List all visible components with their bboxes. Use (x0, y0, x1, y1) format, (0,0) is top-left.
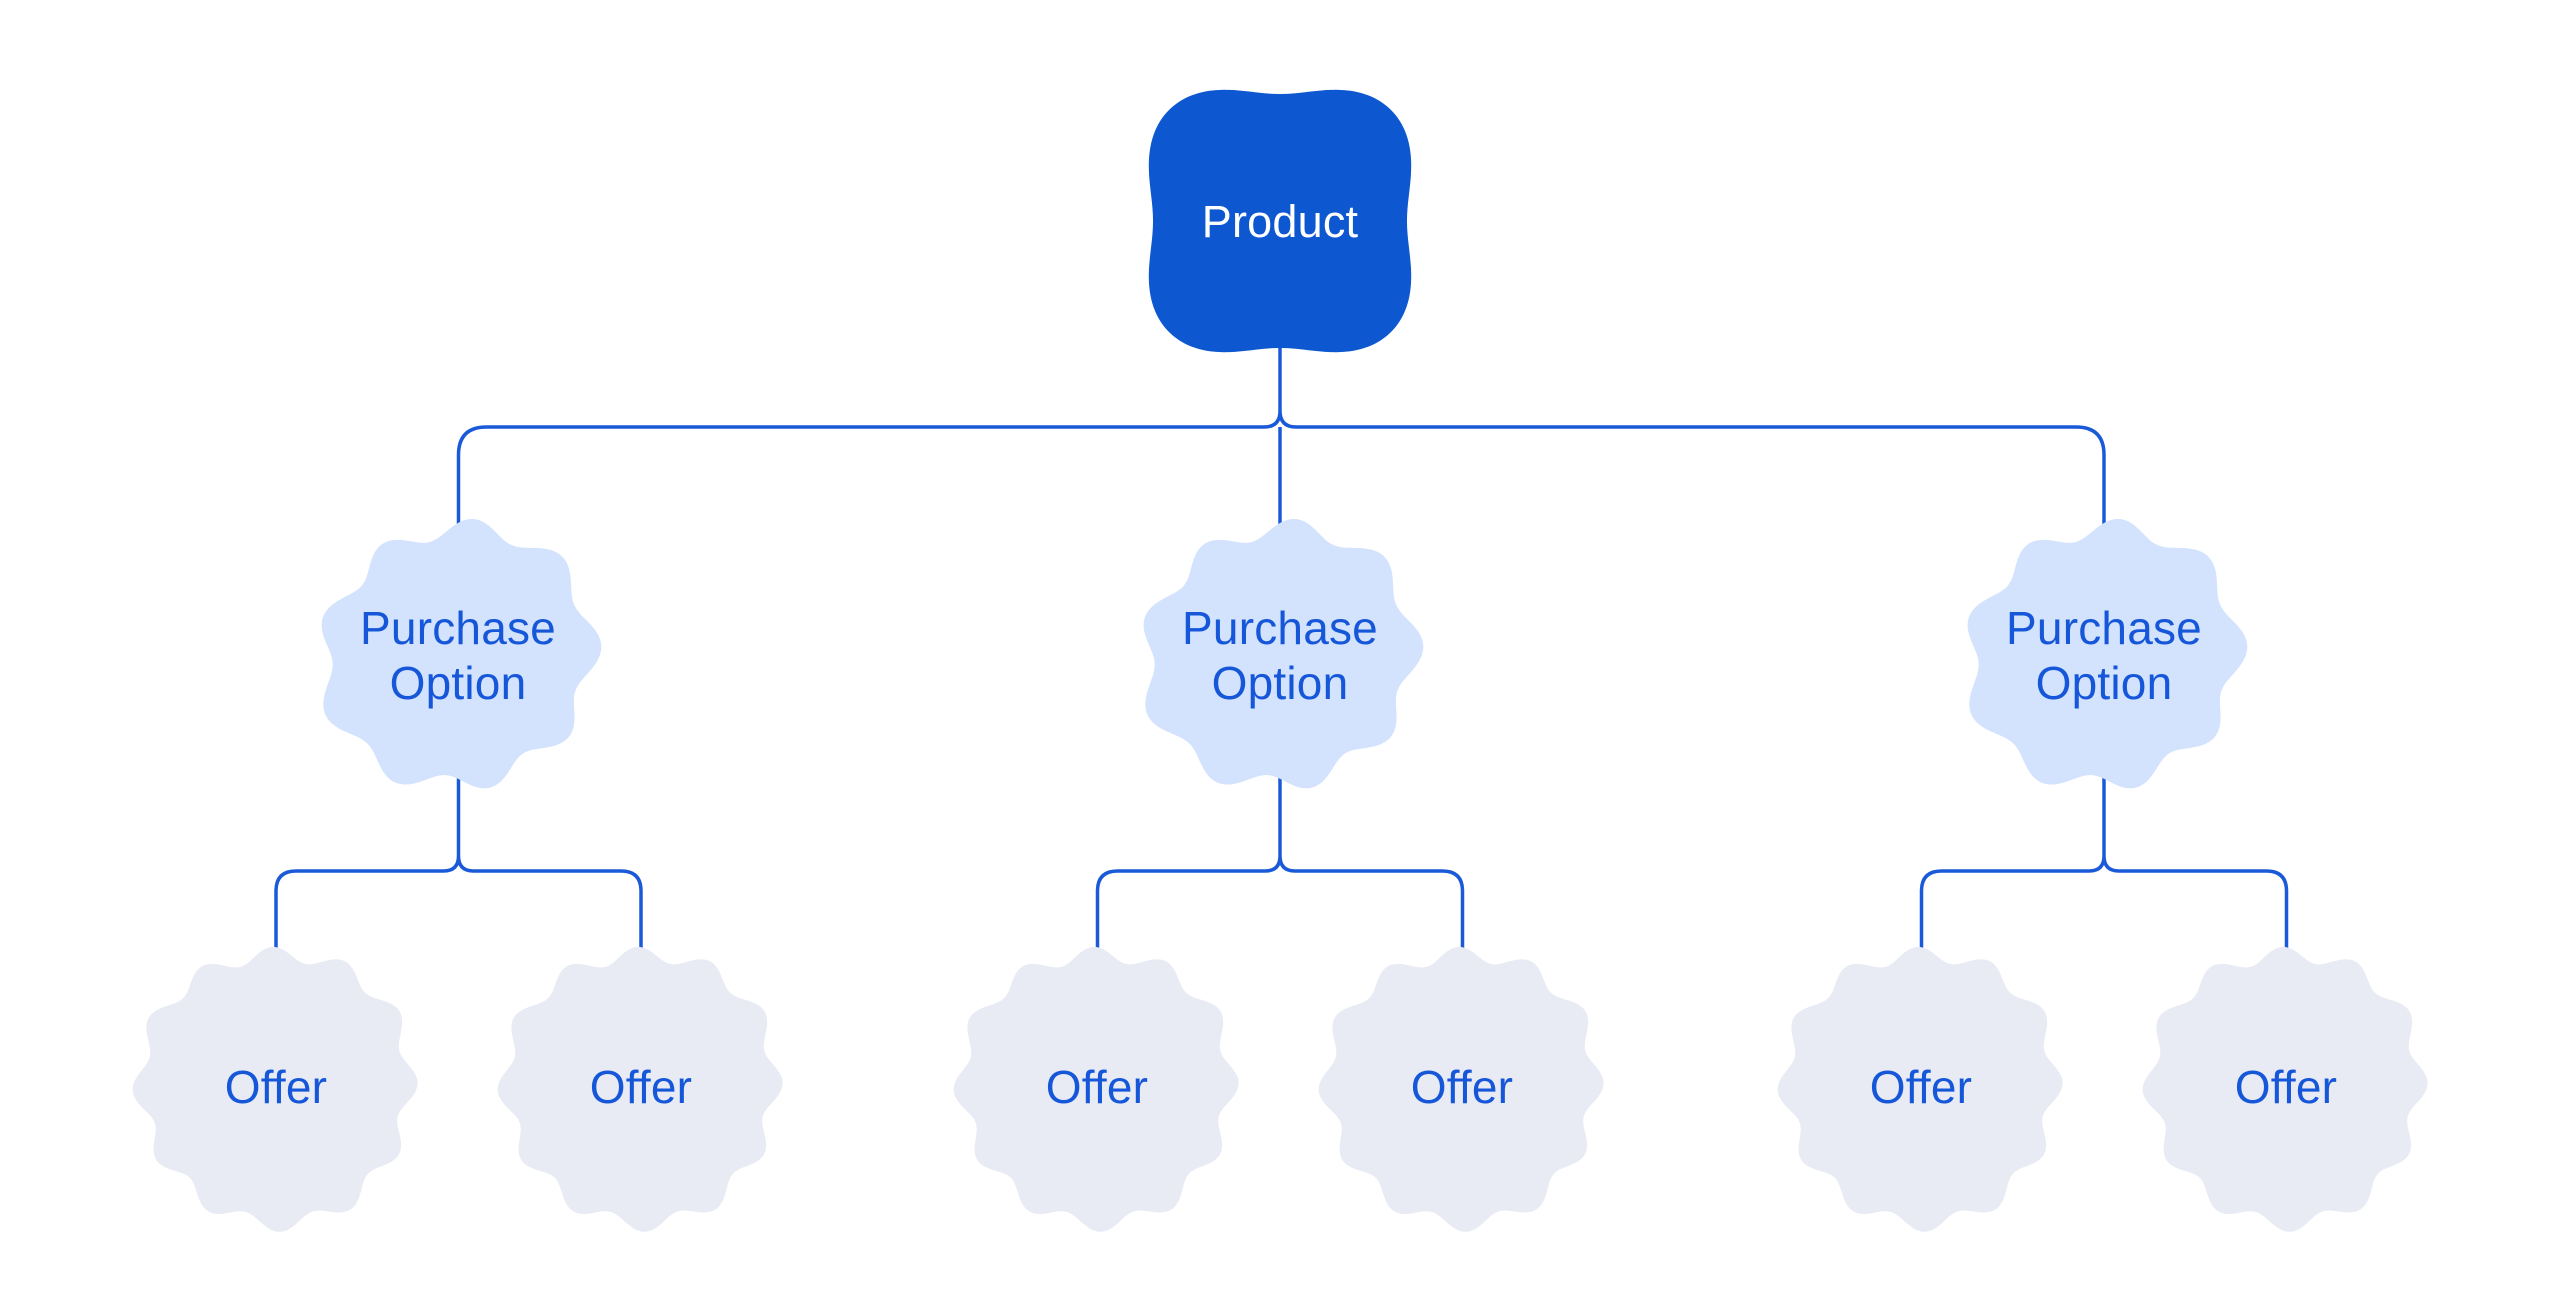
purchase-option-blob-icon (321, 518, 602, 789)
purchase-option-label-3: Purchase Option (2006, 602, 2202, 709)
offer-label-4: Offer (1410, 1060, 1514, 1113)
offer-label-5: Offer (1869, 1060, 1973, 1113)
product-node: Product (1120, 61, 1440, 381)
offer-node-6: Offer (2126, 927, 2446, 1247)
offer-label-2: Offer (589, 1060, 693, 1113)
tree-connector-path (274, 320, 2289, 990)
offer-blob-icon (132, 946, 418, 1232)
product-blob-icon (1148, 89, 1412, 353)
offer-node-4: Offer (1302, 927, 1622, 1247)
offer-blob-icon (953, 946, 1239, 1232)
purchase-option-node-2: Purchase Option (1120, 496, 1440, 816)
purchase-option-blob-shape (1143, 518, 1424, 789)
offer-blob-shape (2142, 946, 2428, 1232)
offer-blob-shape (132, 946, 418, 1232)
offer-label-6: Offer (2234, 1060, 2338, 1113)
offer-blob-icon (2142, 946, 2428, 1232)
offer-node-3: Offer (937, 927, 1257, 1247)
offer-node-5: Offer (1761, 927, 2081, 1247)
offer-label-3: Offer (1045, 1060, 1149, 1113)
purchase-option-blob-icon (1143, 518, 1424, 789)
purchase-option-node-1: Purchase Option (298, 496, 618, 816)
offer-blob-shape (953, 946, 1239, 1232)
offer-blob-shape (497, 946, 783, 1232)
purchase-option-label-2: Purchase Option (1182, 602, 1378, 709)
offer-label-1: Offer (224, 1060, 328, 1113)
purchase-option-blob-shape (321, 518, 602, 789)
product-label: Product (1201, 195, 1359, 247)
purchase-option-node-3: Purchase Option (1944, 496, 2264, 816)
purchase-option-blob-shape (1967, 518, 2248, 789)
offer-blob-icon (497, 946, 783, 1232)
offer-node-1: Offer (116, 927, 436, 1247)
product-blob-shape (1148, 89, 1412, 353)
offer-blob-icon (1777, 946, 2063, 1232)
offer-blob-shape (1318, 946, 1604, 1232)
purchase-option-blob-icon (1967, 518, 2248, 789)
offer-blob-shape (1777, 946, 2063, 1232)
purchase-option-label-1: Purchase Option (360, 602, 556, 709)
offer-blob-icon (1318, 946, 1604, 1232)
offer-node-2: Offer (481, 927, 801, 1247)
